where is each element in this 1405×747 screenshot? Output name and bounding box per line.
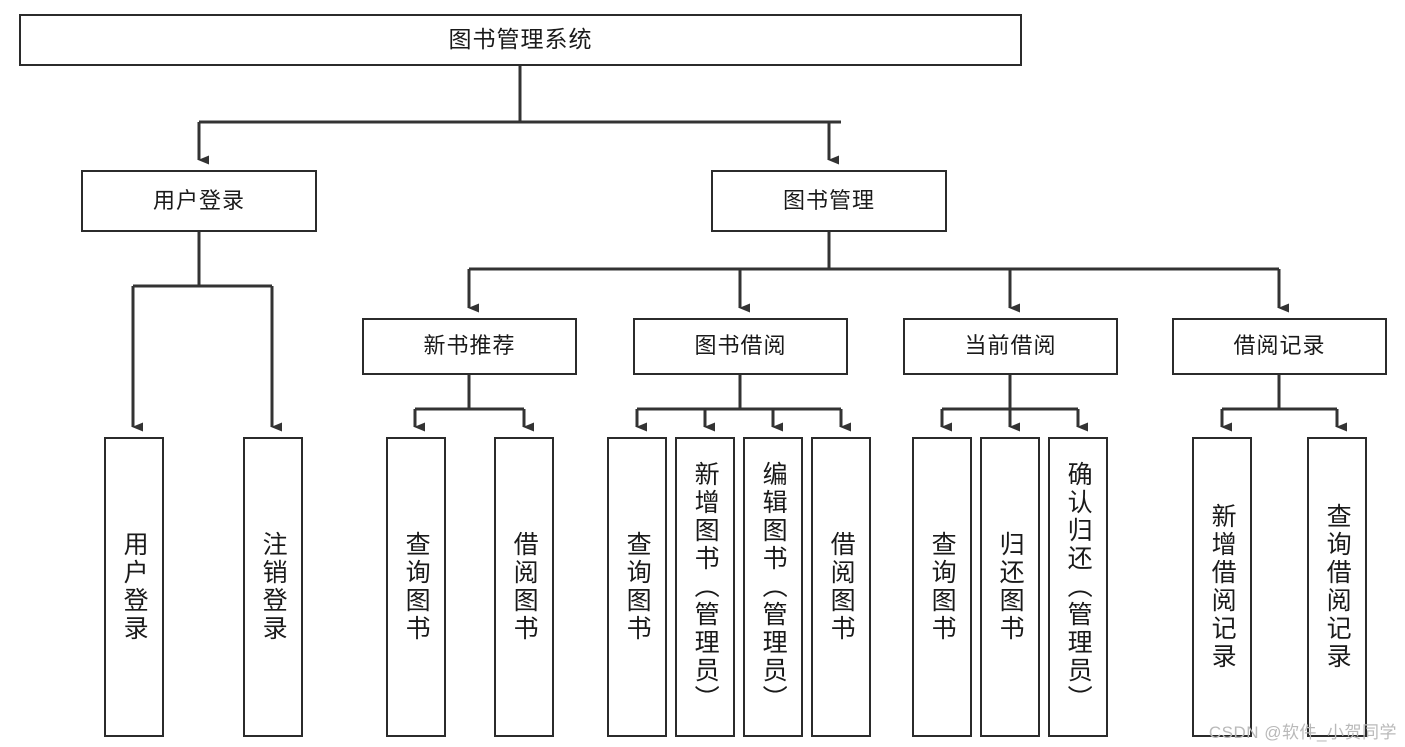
node-leaf-confirm-return-label: 确认归还（管理员） bbox=[1064, 461, 1093, 713]
node-leaf-confirm-return[interactable]: 确认归还（管理员） bbox=[1048, 437, 1108, 737]
node-leaf-borrow-book-1-label: 借阅图书 bbox=[510, 531, 539, 643]
node-book-manage-label: 图书管理 bbox=[782, 187, 875, 213]
node-leaf-query-book-3-label: 查询图书 bbox=[928, 531, 957, 643]
node-leaf-user-logout-label: 注销登录 bbox=[259, 531, 288, 643]
node-user-login-label: 用户登录 bbox=[152, 187, 245, 213]
node-borrow-record-label: 借阅记录 bbox=[1233, 333, 1326, 359]
node-leaf-query-record-label: 查询借阅记录 bbox=[1323, 503, 1352, 671]
node-leaf-borrow-book-2-label: 借阅图书 bbox=[827, 531, 856, 643]
node-current-borrow[interactable]: 当前借阅 bbox=[903, 318, 1118, 375]
node-leaf-borrow-book-2[interactable]: 借阅图书 bbox=[811, 437, 871, 737]
node-leaf-query-book-1[interactable]: 查询图书 bbox=[386, 437, 446, 737]
node-new-book-rec[interactable]: 新书推荐 bbox=[362, 318, 577, 375]
node-leaf-return-book[interactable]: 归还图书 bbox=[980, 437, 1040, 737]
node-leaf-add-record-label: 新增借阅记录 bbox=[1208, 503, 1237, 671]
node-leaf-add-book-label: 新增图书（管理员） bbox=[691, 461, 720, 713]
node-book-manage[interactable]: 图书管理 bbox=[711, 170, 947, 232]
node-leaf-user-login[interactable]: 用户登录 bbox=[104, 437, 164, 737]
node-user-login[interactable]: 用户登录 bbox=[81, 170, 317, 232]
node-leaf-borrow-book-1[interactable]: 借阅图书 bbox=[494, 437, 554, 737]
node-leaf-user-logout[interactable]: 注销登录 bbox=[243, 437, 303, 737]
node-leaf-edit-book-label: 编辑图书（管理员） bbox=[759, 461, 788, 713]
node-borrow-record[interactable]: 借阅记录 bbox=[1172, 318, 1387, 375]
node-leaf-query-book-3[interactable]: 查询图书 bbox=[912, 437, 972, 737]
node-current-borrow-label: 当前借阅 bbox=[964, 333, 1057, 359]
node-leaf-return-book-label: 归还图书 bbox=[996, 531, 1025, 643]
node-leaf-add-record[interactable]: 新增借阅记录 bbox=[1192, 437, 1252, 737]
node-leaf-query-book-1-label: 查询图书 bbox=[402, 531, 431, 643]
node-leaf-query-record[interactable]: 查询借阅记录 bbox=[1307, 437, 1367, 737]
node-leaf-add-book[interactable]: 新增图书（管理员） bbox=[675, 437, 735, 737]
node-leaf-edit-book[interactable]: 编辑图书（管理员） bbox=[743, 437, 803, 737]
node-root[interactable]: 图书管理系统 bbox=[19, 14, 1022, 66]
csdn-watermark: CSDN @软件_小贺同学 bbox=[1208, 723, 1397, 742]
node-book-borrow[interactable]: 图书借阅 bbox=[633, 318, 848, 375]
node-leaf-query-book-2[interactable]: 查询图书 bbox=[607, 437, 667, 737]
node-new-book-rec-label: 新书推荐 bbox=[423, 333, 516, 359]
node-leaf-query-book-2-label: 查询图书 bbox=[623, 531, 652, 643]
node-leaf-user-login-label: 用户登录 bbox=[120, 531, 149, 643]
node-root-label: 图书管理系统 bbox=[448, 26, 593, 53]
node-book-borrow-label: 图书借阅 bbox=[694, 333, 787, 359]
